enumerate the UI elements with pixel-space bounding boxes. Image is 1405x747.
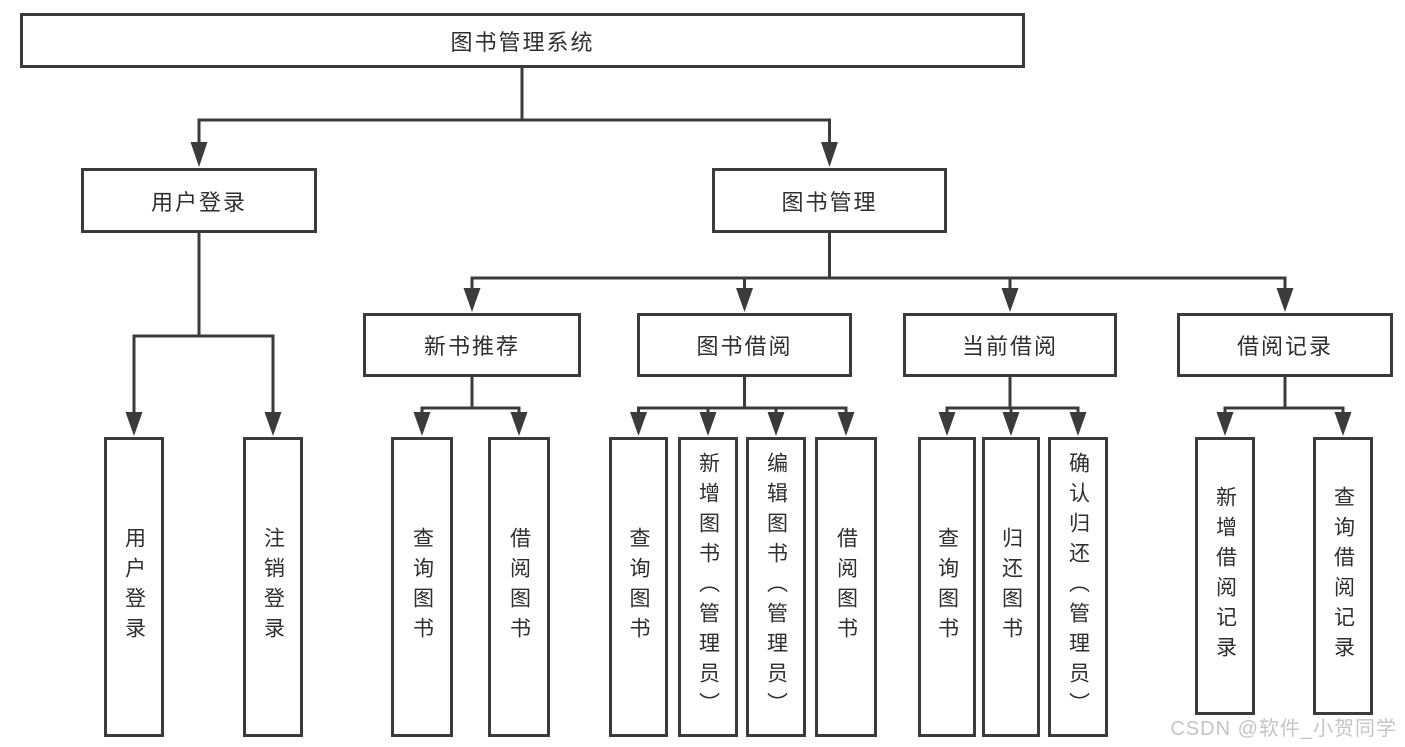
node-root-system: 图书管理系统: [20, 13, 1025, 68]
leaf-borrow-books: 借阅图书: [815, 437, 877, 737]
leaf-add-books-admin: 新增图书（管理员）: [678, 437, 738, 737]
leaf-label: 用户登录: [122, 527, 146, 647]
node-label: 用户登录: [150, 189, 247, 215]
leaf-label: 归还图书: [999, 527, 1023, 647]
node-user-login-branch: 用户登录: [81, 168, 317, 233]
leaf-return-books: 归还图书: [982, 437, 1040, 737]
leaf-label: 借阅图书: [834, 527, 858, 647]
leaf-label: 新增图书（管理员）: [696, 452, 720, 722]
leaf-label: 编辑图书（管理员）: [764, 452, 788, 722]
node-label: 当前借阅: [961, 334, 1058, 359]
leaf-label: 查询图书: [410, 527, 434, 647]
leaf-query-books-recommend: 查询图书: [391, 437, 453, 737]
node-book-management-branch: 图书管理: [712, 168, 947, 233]
node-borrow-records: 借阅记录: [1177, 313, 1393, 377]
node-label: 新书推荐: [423, 334, 520, 359]
node-new-book-recommend: 新书推荐: [363, 313, 581, 377]
leaf-add-borrow-record: 新增借阅记录: [1195, 437, 1255, 715]
leaf-label: 查询图书: [627, 527, 650, 647]
node-root-label: 图书管理系统: [450, 29, 595, 55]
leaf-query-borrow-record: 查询借阅记录: [1313, 437, 1373, 715]
leaf-label: 新增借阅记录: [1213, 486, 1237, 666]
node-label: 图书借阅: [696, 334, 793, 359]
leaf-label: 查询图书: [935, 527, 959, 647]
leaf-query-books-borrow: 查询图书: [609, 437, 668, 737]
node-current-borrow: 当前借阅: [903, 313, 1117, 377]
leaf-user-login: 用户登录: [104, 437, 164, 737]
leaf-label: 注销登录: [261, 527, 285, 647]
node-book-borrow: 图书借阅: [637, 313, 852, 377]
leaf-logout: 注销登录: [243, 437, 303, 737]
leaf-label: 查询借阅记录: [1331, 486, 1355, 666]
node-label: 借阅记录: [1236, 334, 1333, 359]
leaf-edit-books-admin: 编辑图书（管理员）: [746, 437, 806, 737]
leaf-borrow-books-recommend: 借阅图书: [488, 437, 550, 737]
leaf-label: 借阅图书: [507, 527, 531, 647]
csdn-watermark: CSDN @软件_小贺同学: [1170, 718, 1397, 740]
leaf-label: 确认归还（管理员）: [1066, 452, 1090, 722]
leaf-confirm-return-admin: 确认归还（管理员）: [1048, 437, 1108, 737]
node-label: 图书管理: [781, 189, 878, 215]
leaf-query-books-current: 查询图书: [918, 437, 976, 737]
